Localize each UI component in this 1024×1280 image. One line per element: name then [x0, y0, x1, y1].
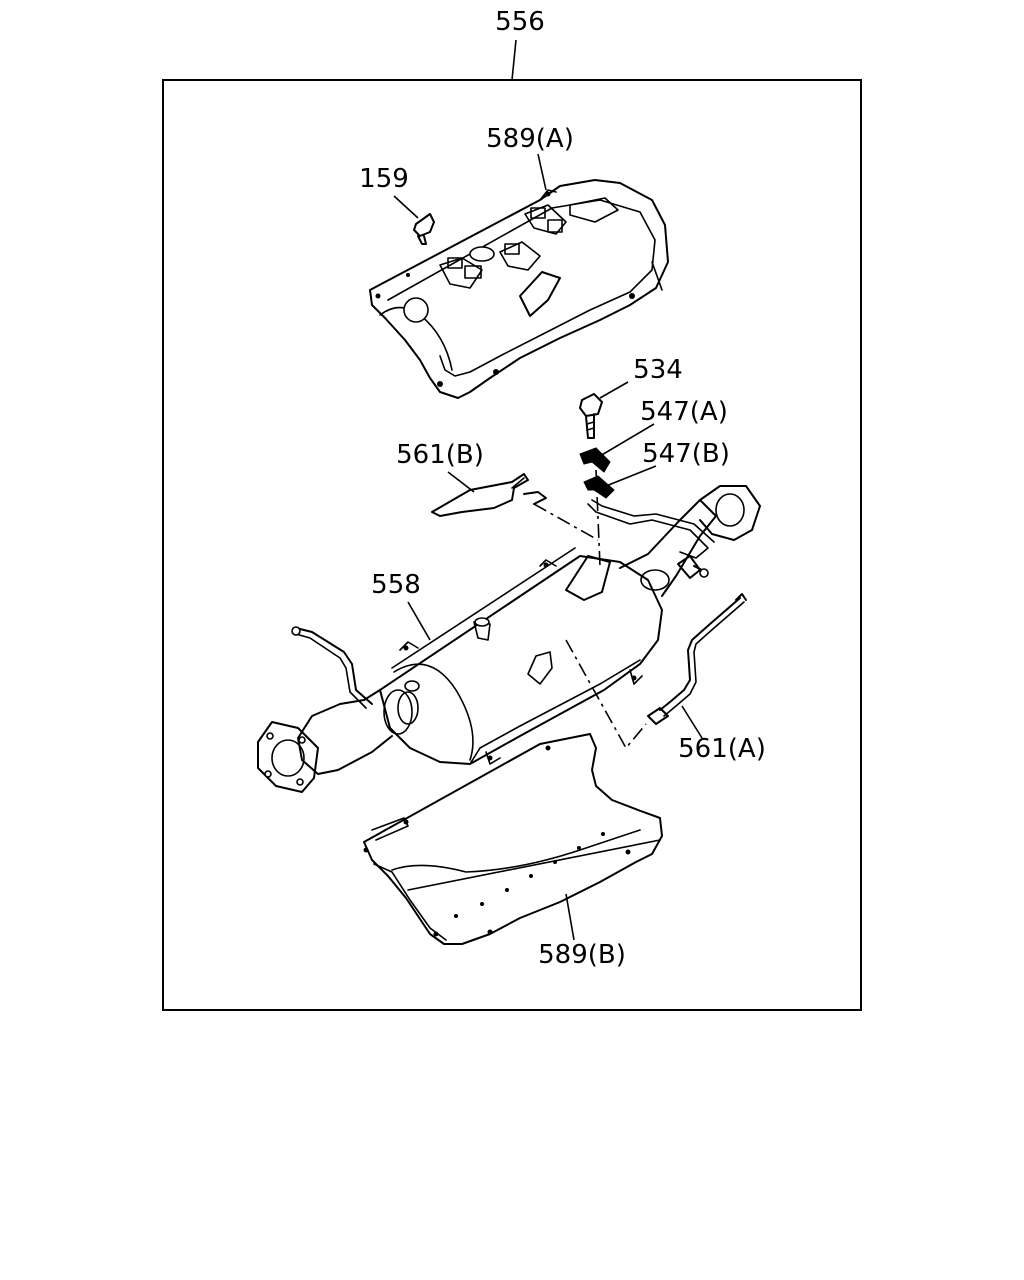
- part-label-534: 534: [633, 355, 683, 385]
- assembly-frame: [162, 79, 862, 1011]
- clamp-547b: [583, 475, 615, 499]
- part-label-589a: 589(A): [486, 124, 574, 154]
- part-label-561a: 561(A): [678, 734, 766, 764]
- part-label-561b: 561(B): [396, 440, 484, 470]
- dpf-converter-558: [257, 485, 761, 793]
- leader-534: [599, 381, 629, 399]
- leader-589b: [565, 893, 575, 941]
- part-label-558: 558: [371, 570, 421, 600]
- leader-159: [393, 195, 419, 219]
- bolt-534: [579, 393, 603, 439]
- lower-heat-shield-589b: [363, 733, 663, 945]
- leader-561b: [447, 471, 475, 493]
- assembly-leader-line: [511, 39, 517, 81]
- part-label-159: 159: [359, 164, 409, 194]
- assembly-label-556: 556: [495, 7, 545, 37]
- leader-547b: [605, 465, 657, 487]
- leader-558: [407, 601, 431, 641]
- part-label-547b: 547(B): [642, 439, 730, 469]
- bolt-159: [413, 213, 435, 245]
- part-label-589b: 589(B): [538, 940, 626, 970]
- clamp-547a: [579, 447, 611, 473]
- assembly-center-line-lower: [565, 639, 647, 750]
- upper-heat-shield-589a: [369, 179, 669, 399]
- leader-561a: [681, 705, 703, 739]
- sensor-pipe-561b: [431, 473, 547, 517]
- assembly-center-line-upper: [533, 503, 599, 541]
- leader-547a: [599, 423, 655, 457]
- sensor-pipe-561a: [647, 593, 747, 725]
- leader-589a: [537, 153, 547, 191]
- part-label-547a: 547(A): [640, 397, 728, 427]
- assembly-center-line-bolt: [595, 469, 601, 567]
